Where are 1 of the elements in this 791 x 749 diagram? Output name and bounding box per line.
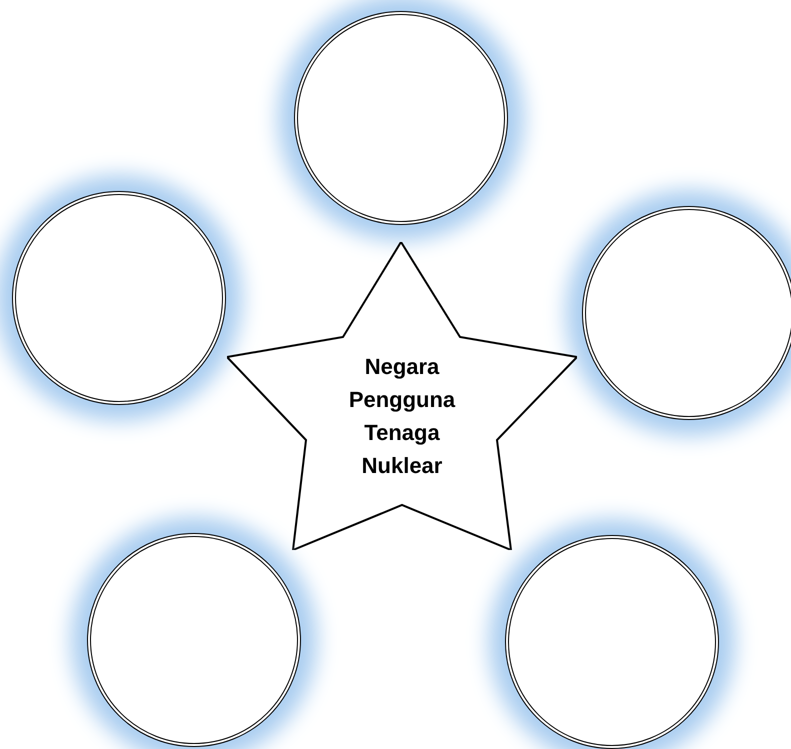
star-label: Negara Pengguna Tenaga Nuklear	[348, 353, 456, 480]
